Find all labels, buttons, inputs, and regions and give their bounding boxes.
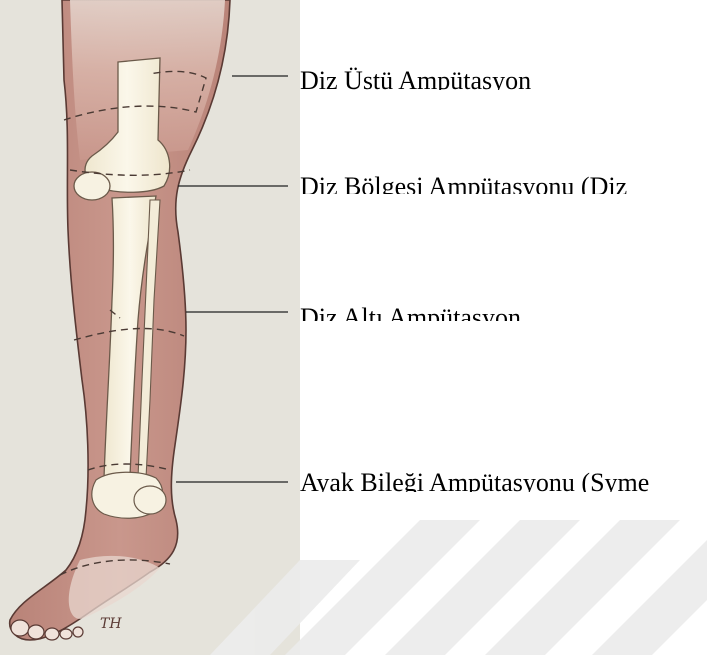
patella-bone [74, 172, 110, 200]
artist-signature: TH [100, 616, 122, 632]
label-ankle-amputation: Ayak Bileği Ampütasyonu (Syme [300, 468, 707, 492]
label-above-knee-amputation: Diz Üstü Ampütasyon [300, 66, 707, 90]
label-knee-disarticulation: Diz Bölgesi Ampütasyonu (Diz [300, 172, 707, 194]
label-below-knee-amputation: Diz Altı Ampütasyon [300, 303, 707, 321]
talus-bone [134, 486, 166, 514]
